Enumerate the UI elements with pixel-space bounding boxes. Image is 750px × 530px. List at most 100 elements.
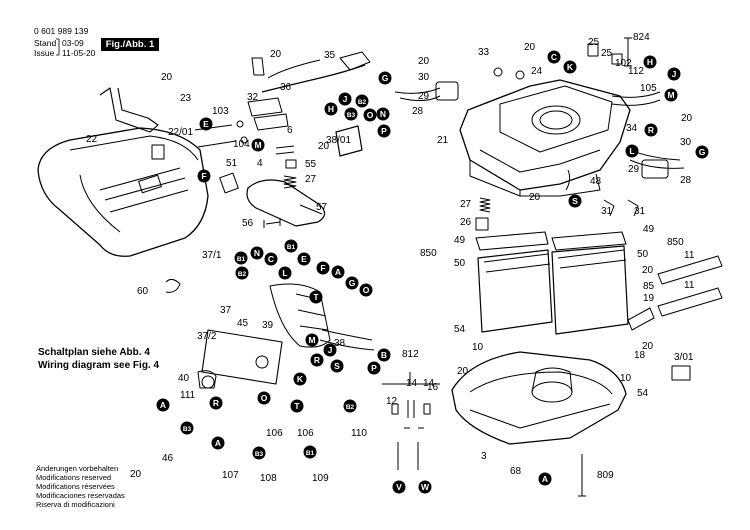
marker-circle (392, 480, 406, 494)
marker-circle (257, 391, 271, 405)
part-label: 37/2 (197, 331, 217, 342)
footer-line-es: Modificaciones reservadas (36, 491, 125, 500)
marker-label: B (381, 350, 387, 360)
part-label: 20 (161, 72, 173, 83)
wiring-note-de: Schaltplan siehe Abb. 4 (38, 347, 150, 358)
marker-circle (323, 343, 337, 357)
part-label: 112 (628, 66, 644, 77)
marker-label: B2 (238, 271, 247, 278)
part-label: 850 (420, 248, 437, 259)
part-label: 57 (316, 202, 328, 213)
marker-circle (359, 283, 373, 297)
marker-label: P (381, 126, 387, 136)
marker-label: B3 (255, 451, 264, 458)
marker-circle (209, 396, 223, 410)
part-label: 21 (437, 135, 449, 146)
marker-label: G (699, 147, 706, 157)
marker-circle (355, 94, 369, 108)
marker-circle (563, 60, 577, 74)
part-label: 109 (312, 473, 329, 484)
footer-line-de: Änderungen vorbehalten (36, 464, 119, 473)
marker-label: R (213, 398, 219, 408)
marker-circle (303, 445, 317, 459)
marker-circle (278, 266, 292, 280)
marker-circle (695, 145, 709, 159)
marker-circle (251, 138, 265, 152)
part-label: 46 (162, 453, 174, 464)
marker-label: C (551, 52, 557, 62)
marker-circle (363, 108, 377, 122)
marker-label: P (371, 363, 377, 373)
marker-label: T (313, 292, 319, 302)
part-label: 32 (247, 92, 259, 103)
part-label: 29 (628, 164, 640, 175)
part-label: 11 (684, 250, 695, 261)
marker-label: S (572, 196, 578, 206)
marker-label: B3 (183, 426, 192, 433)
part-label: 4 (257, 158, 263, 169)
marker-circle (310, 353, 324, 367)
part-label: 30 (680, 137, 692, 148)
footer-line-fr: Modifications réservées (36, 482, 115, 491)
figure-label: Fig./Abb. 1 (101, 38, 159, 51)
marker-label: C (268, 254, 274, 264)
part-label: 38/01 (326, 135, 351, 146)
part-label: 49 (643, 224, 655, 235)
part-label: 10 (620, 373, 632, 384)
part-label: 48 (590, 176, 602, 187)
marker-circle (234, 251, 248, 265)
marker-label: M (254, 140, 261, 150)
marker-circle (344, 107, 358, 121)
marker-circle (211, 436, 225, 450)
part-label: 812 (402, 349, 419, 360)
marker-label: A (160, 400, 166, 410)
marker-circle (625, 144, 639, 158)
part-label: 33 (478, 47, 490, 58)
part-label: 103 (212, 106, 229, 117)
marker-label: G (382, 73, 389, 83)
part-label: 20 (642, 341, 654, 352)
part-label: 11 (684, 280, 695, 291)
marker-circle (538, 472, 552, 486)
part-label: 54 (454, 324, 466, 335)
marker-circle (345, 276, 359, 290)
part-label: 85 (643, 281, 655, 292)
part-label: 18 (634, 350, 646, 361)
part-label: 824 (633, 32, 650, 43)
marker-circle (330, 359, 344, 373)
marker-label: L (282, 268, 287, 278)
part-label: 105 (640, 83, 657, 94)
part-label: 20 (681, 113, 693, 124)
marker-label: O (261, 393, 268, 403)
marker-circle (324, 102, 338, 116)
marker-circle (664, 88, 678, 102)
part-label: 51 (226, 158, 238, 169)
marker-label: A (335, 267, 341, 277)
marker-label: R (648, 125, 654, 135)
marker-circle (338, 92, 352, 106)
marker-label: N (380, 109, 386, 119)
part-label: 20 (418, 56, 430, 67)
marker-label: L (629, 146, 634, 156)
part-label: 37/1 (202, 250, 222, 261)
marker-label: G (349, 278, 356, 288)
part-label: 40 (178, 373, 190, 384)
part-label: 12 (386, 396, 398, 407)
marker-label: B3 (347, 112, 356, 119)
marker-circle (305, 333, 319, 347)
marker-label: B1 (306, 450, 315, 457)
marker-label: A (542, 474, 548, 484)
part-label: 55 (305, 159, 317, 170)
marker-label: J (343, 94, 348, 104)
marker-circle (197, 169, 211, 183)
marker-circle (316, 261, 330, 275)
part-label: 20 (130, 469, 142, 480)
marker-circle (667, 67, 681, 81)
marker-circle (250, 246, 264, 260)
part-label: 106 (266, 428, 283, 439)
marker-circle (376, 107, 390, 121)
marker-label: H (328, 104, 334, 114)
part-label: 6 (287, 125, 293, 136)
footer-line-en: Modifications reserved (36, 473, 112, 482)
